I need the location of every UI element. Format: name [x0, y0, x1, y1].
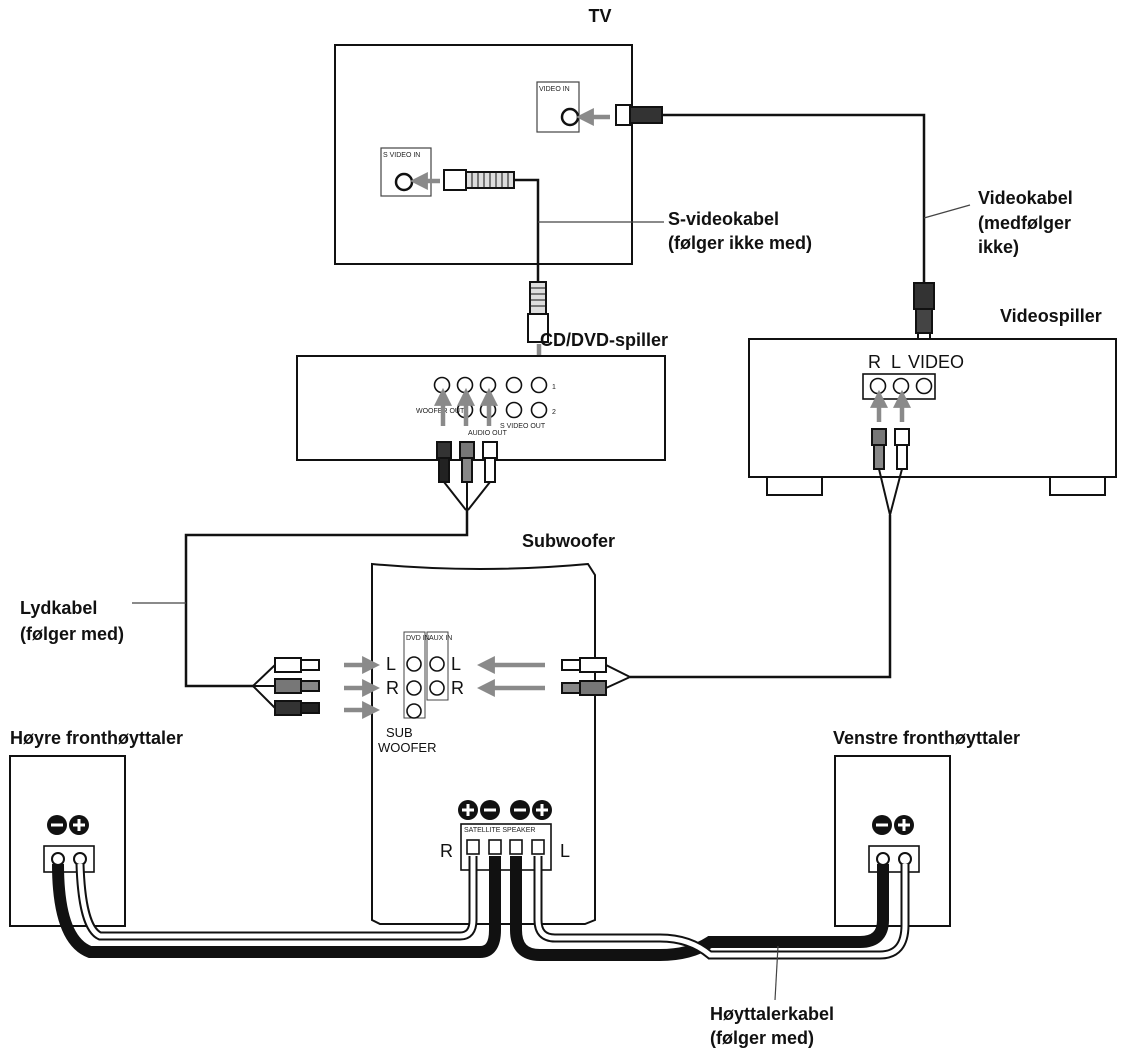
sub-left-plugs	[252, 657, 320, 716]
vcr-video-label: VIDEO	[908, 352, 964, 372]
vcr-l-label: L	[891, 352, 901, 372]
video-callout-line	[923, 204, 971, 219]
tv-s-video-in-jack: S VIDEO IN	[380, 147, 432, 197]
sub-satellite-label: SATELLITE SPEAKER	[464, 827, 535, 834]
sub-term-r: R	[440, 841, 453, 861]
sub-term-l: L	[560, 841, 570, 861]
speaker-cable-left	[510, 856, 910, 961]
s-video-cable	[443, 169, 549, 343]
tv-video-in-jack: VIDEO IN	[536, 81, 580, 133]
s-video-cable-label: S-videokabel	[668, 209, 779, 229]
speaker-cable-right	[52, 856, 501, 958]
cd-audio-plugs	[436, 441, 498, 511]
sub-dvd-in-label: DVD IN	[406, 635, 430, 642]
video-cable-note-2: ikke)	[978, 237, 1019, 257]
right-speaker-label: Høyre fronthøyttaler	[10, 728, 183, 748]
cd-woofer-out-label: WOOFER OUT	[416, 408, 465, 415]
sub-sub-label: SUB	[386, 725, 413, 740]
sub-input-jacks	[406, 656, 445, 719]
cd-dvd-label: CD/DVD-spiller	[540, 330, 668, 350]
sub-terminals	[466, 839, 545, 855]
video-cable-note-1: (medfølger	[978, 213, 1071, 233]
sub-l-left: L	[386, 654, 396, 674]
tv-video-in-label: VIDEO IN	[539, 86, 570, 93]
s-video-cable-note: (følger ikke med)	[668, 233, 812, 253]
sub-l-right: L	[451, 654, 461, 674]
speaker-cable-label: Høyttalerkabel	[710, 1004, 834, 1024]
audio-cable-note: (følger med)	[20, 624, 124, 644]
sub-right-plugs	[561, 657, 631, 696]
cd-audio-out-label: AUDIO OUT	[468, 430, 508, 437]
audio-cable-label: Lydkabel	[20, 598, 97, 618]
tv-box	[334, 44, 633, 265]
cd-row1-label: 1	[552, 384, 556, 391]
sub-aux-in-label: AUX IN	[429, 635, 452, 642]
vcr-audio-cable	[630, 515, 892, 679]
sub-woofer-label: WOOFER	[378, 740, 437, 755]
sub-polarity-icons	[458, 800, 552, 820]
vcr-foot-left	[766, 476, 823, 496]
vcr-audio-plugs	[871, 428, 910, 516]
vcr-jacks	[869, 377, 933, 395]
left-speaker-box	[834, 755, 951, 927]
video-cable	[615, 104, 935, 344]
right-speaker-box	[9, 755, 126, 927]
sub-r-left: R	[386, 678, 399, 698]
subwoofer-label: Subwoofer	[522, 531, 615, 551]
vcr-box	[748, 338, 1117, 478]
right-speaker-polarity	[47, 815, 89, 835]
tv-s-video-in-label: S VIDEO IN	[383, 152, 420, 159]
speaker-callout-line	[774, 945, 779, 1001]
cd-row2-label: 2	[552, 409, 556, 416]
audio-cable	[184, 510, 469, 688]
left-speaker-polarity	[872, 815, 914, 835]
speaker-cable-note: (følger med)	[710, 1028, 814, 1048]
cd-video-out-label: S VIDEO OUT	[500, 423, 546, 430]
vcr-r-label: R	[868, 352, 881, 372]
tv-label: TV	[588, 6, 611, 26]
left-speaker-label: Venstre fronthøyttaler	[833, 728, 1020, 748]
sub-r-right: R	[451, 678, 464, 698]
vcr-foot-right	[1049, 476, 1106, 496]
videospiller-label: Videospiller	[1000, 306, 1102, 326]
video-cable-label: Videokabel	[978, 188, 1073, 208]
